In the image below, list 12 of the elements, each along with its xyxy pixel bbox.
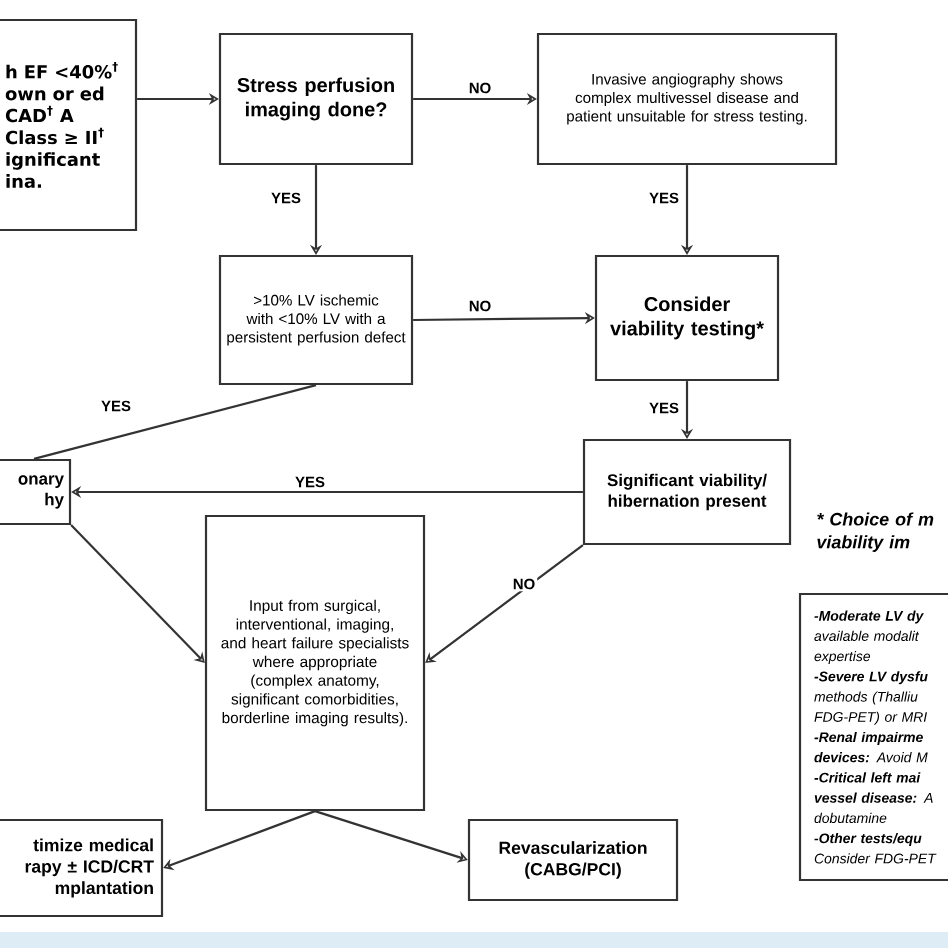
- arrow: [70, 524, 205, 663]
- process-box: Consider viability testing*: [594, 254, 780, 382]
- arrow: [425, 544, 584, 663]
- outcome-box: Revascularization (CABG/PCI): [467, 818, 679, 902]
- note-heading: * Choice of m viability im: [817, 512, 934, 553]
- condition-box: h EF <40%$^{†}$ own or ed CAD$^{†}$ A Class ≥ II$^{†}$ ignificant ina.: [0, 18, 138, 232]
- decision-box: Stress perfusion imaging done?: [218, 32, 414, 166]
- arrow: [314, 810, 468, 863]
- arrow: [163, 810, 316, 871]
- outcome-box: timize medical rapy ± ICD/CRT mplantation: [0, 818, 164, 918]
- decision-box: Significant viability/ hibernation present: [582, 438, 792, 546]
- process-box: onary hy: [0, 458, 72, 526]
